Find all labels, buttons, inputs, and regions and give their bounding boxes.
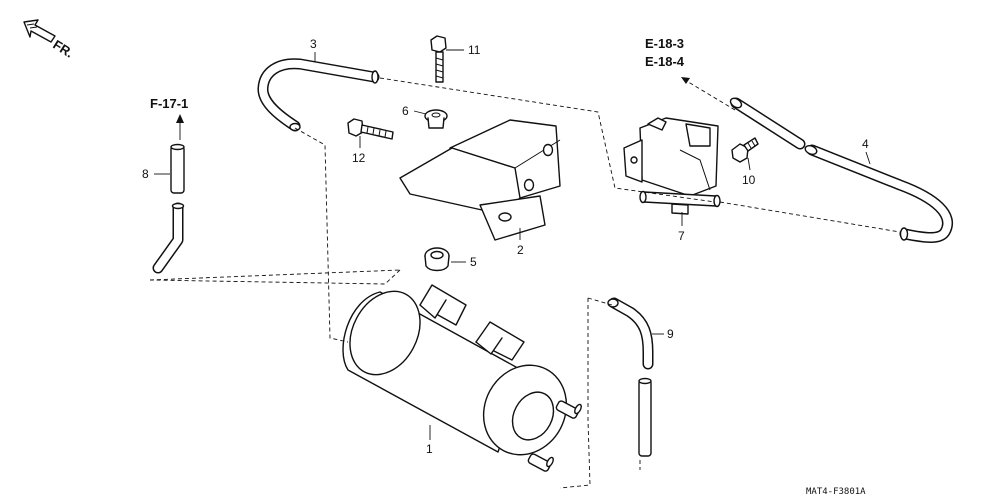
- callouts: 1 2 3 4 5 6 7 8 9 10 11 12: [142, 37, 871, 456]
- callout-6: 6: [402, 104, 409, 118]
- callout-8: 8: [142, 167, 149, 181]
- part-1-canister: [342, 284, 582, 472]
- reference-top-right-label-2: E-18-4: [645, 54, 685, 69]
- part-3-hose: [257, 58, 380, 132]
- part-2-bracket: [399, 119, 561, 241]
- part-4-hose: [729, 97, 954, 243]
- front-direction-arrow-icon: FR.: [23, 19, 76, 61]
- reference-f-17-1: F-17-1: [150, 96, 188, 140]
- front-direction-label: FR.: [50, 37, 76, 61]
- callout-1: 1: [426, 442, 433, 456]
- part-11-bolt: [430, 35, 447, 83]
- callout-10: 10: [742, 173, 756, 187]
- part-6-nut: [424, 109, 448, 129]
- part-7-valve: [623, 117, 721, 215]
- callout-11: 11: [468, 43, 481, 57]
- part-10-bolt: [731, 137, 759, 163]
- reference-left-label: F-17-1: [150, 96, 188, 111]
- part-8-hose: [152, 143, 185, 274]
- part-5-grommet: [424, 247, 450, 272]
- connection-lines: [149, 77, 901, 489]
- diagram-code: MAT4-F3801A: [806, 487, 866, 497]
- callout-3: 3: [310, 37, 317, 51]
- callout-2: 2: [517, 243, 524, 257]
- callout-7: 7: [678, 229, 685, 243]
- callout-12: 12: [352, 151, 366, 165]
- callout-5: 5: [470, 255, 477, 269]
- part-12-bolt: [347, 118, 394, 140]
- reference-e-18: E-18-3 E-18-4: [645, 36, 736, 111]
- callout-4: 4: [862, 137, 869, 151]
- reference-top-right-label-1: E-18-3: [645, 36, 684, 51]
- part-9-hose: [607, 297, 654, 457]
- callout-9: 9: [667, 327, 674, 341]
